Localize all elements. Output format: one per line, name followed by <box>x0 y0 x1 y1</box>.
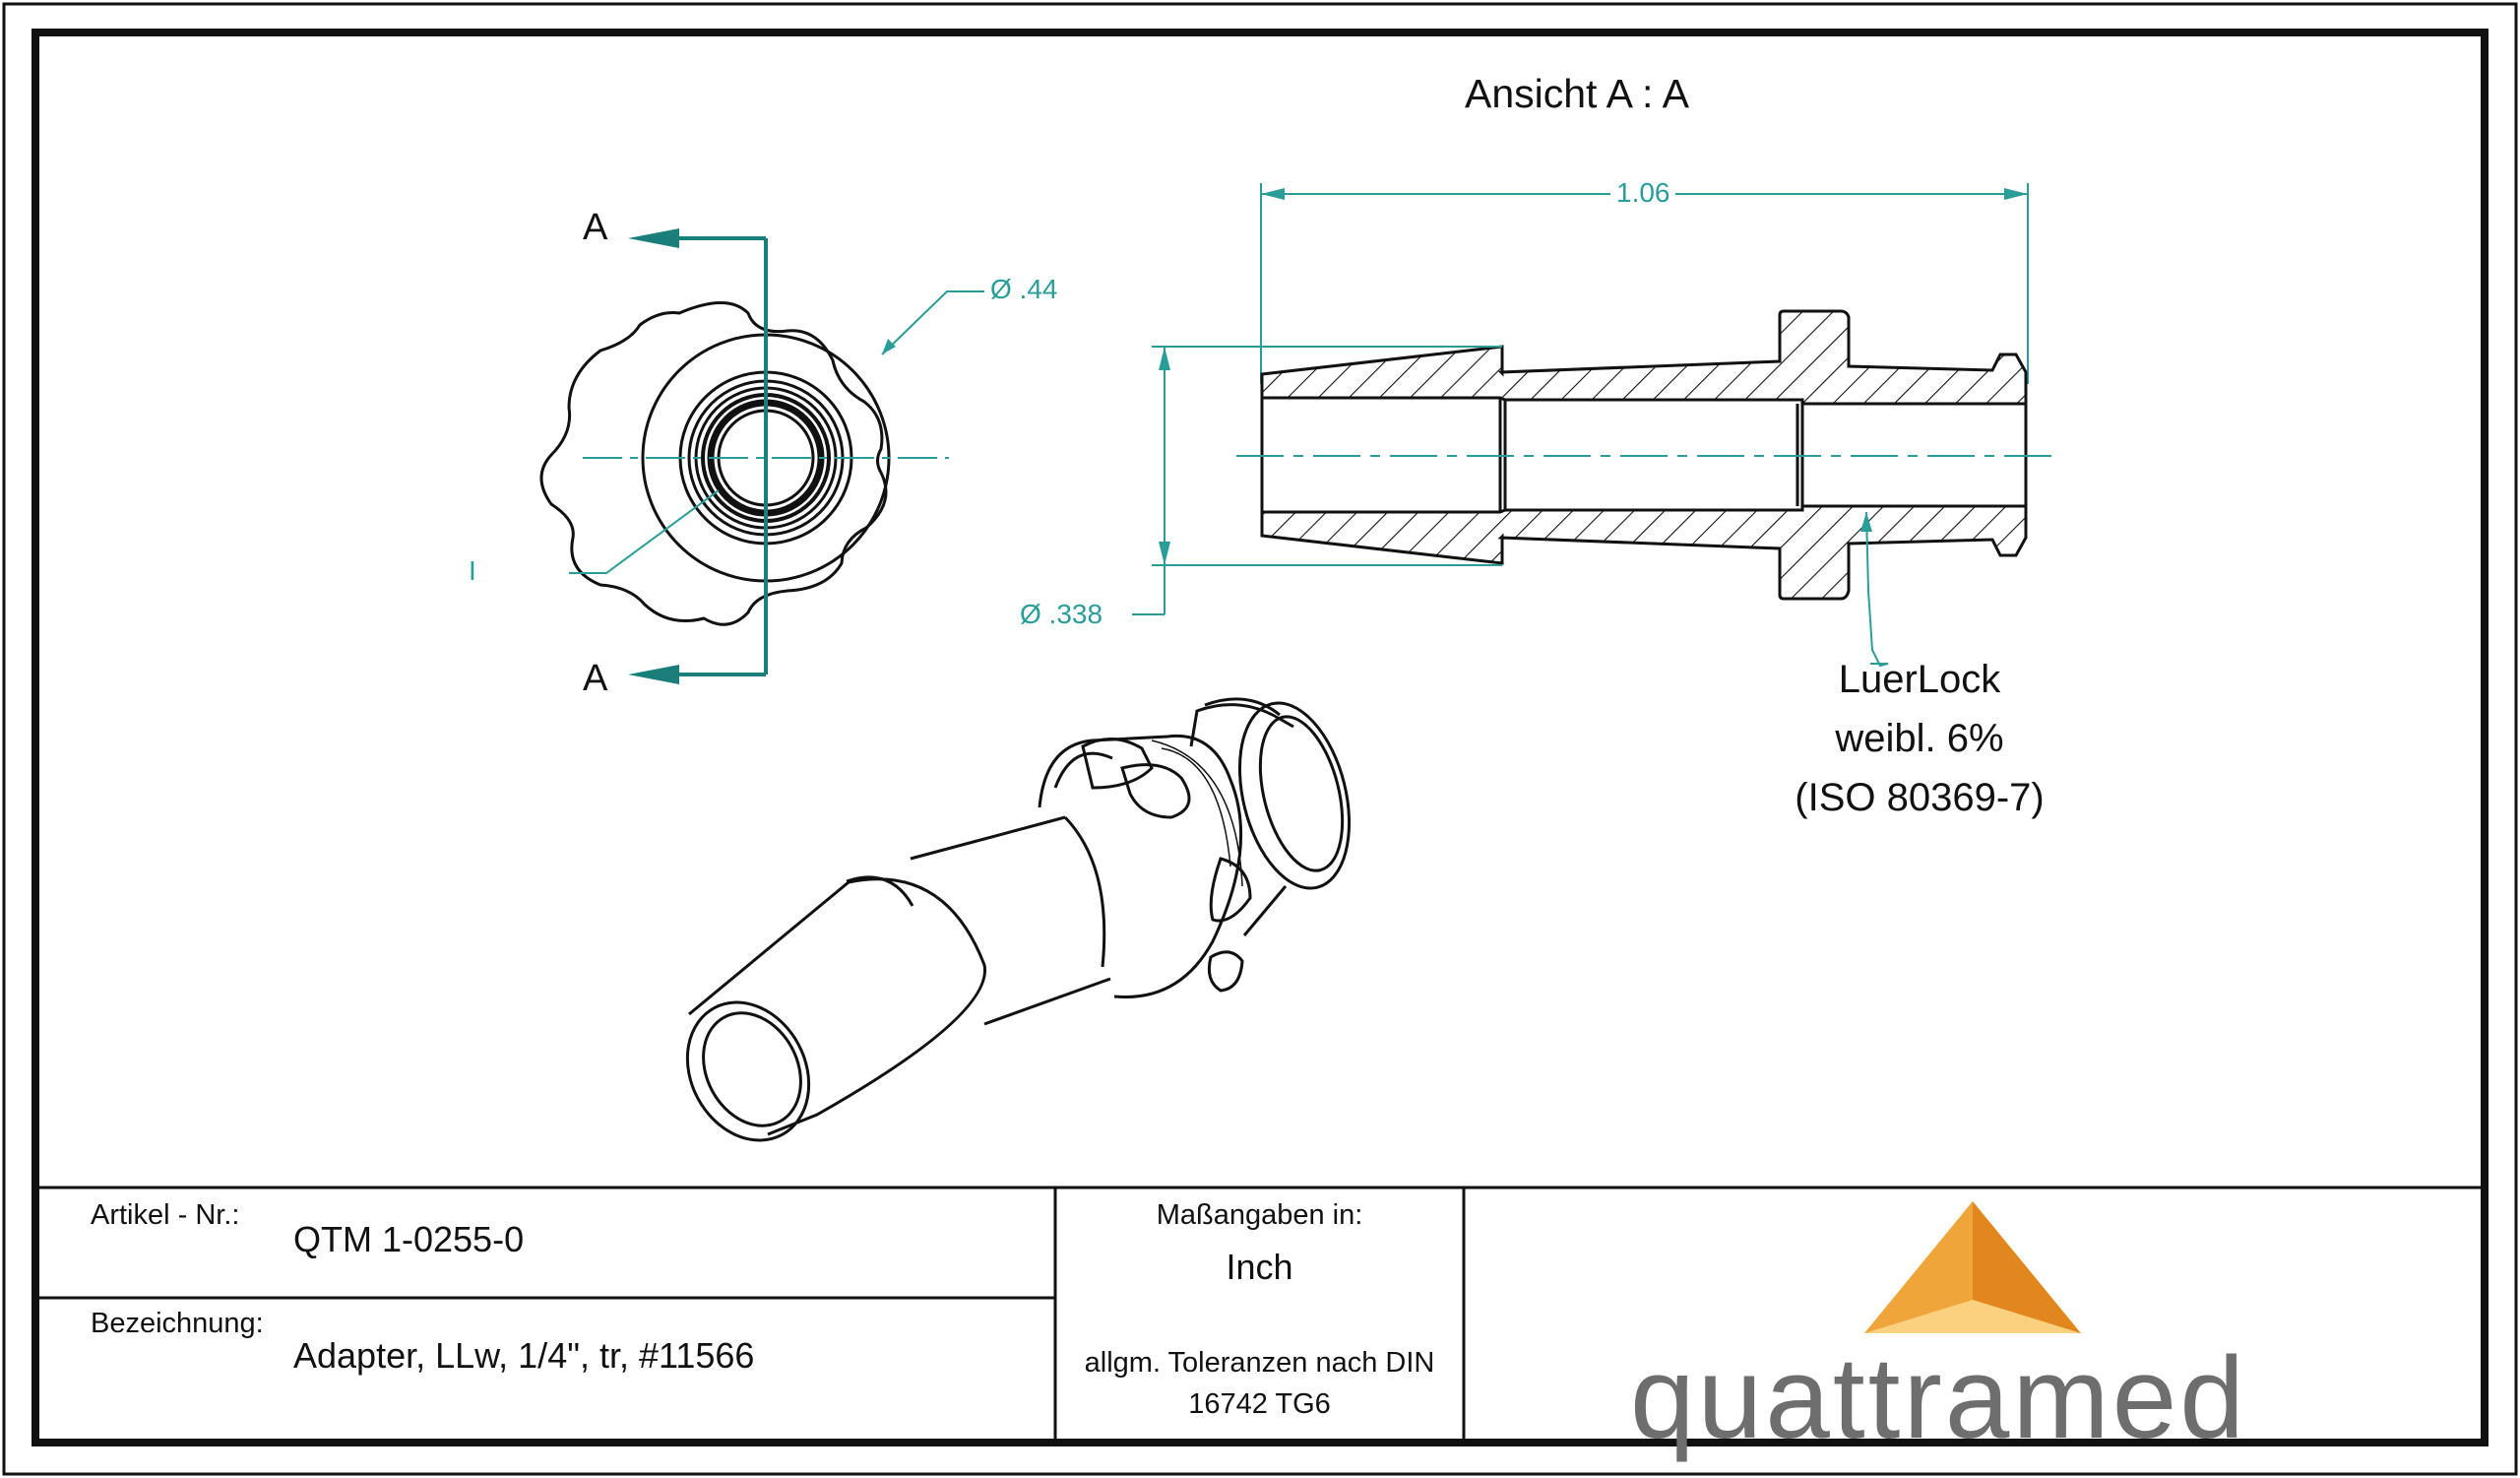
inner-frame <box>32 29 2488 1446</box>
front-view-knurled-outline <box>539 301 888 626</box>
isometric-view <box>685 697 1352 1142</box>
section-label-bottom: A <box>583 658 608 699</box>
designation-label: Bezeichnung: <box>91 1308 264 1339</box>
article-number-value: QTM 1-0255-0 <box>293 1219 525 1259</box>
section-arrow-top <box>628 228 679 248</box>
dimension-leader-mark: I <box>469 555 476 586</box>
title-block-grid <box>35 1186 2485 1443</box>
article-number-label: Artikel - Nr.: <box>91 1199 240 1231</box>
luer-lock-note: LuerLock weibl. 6% (ISO 80369-7) <box>1752 650 2087 827</box>
units-label: Maßangaben in: <box>1156 1199 1363 1231</box>
front-view <box>539 228 984 684</box>
view-title: Ansicht A : A <box>1465 71 1689 116</box>
section-arrow-bottom <box>628 665 679 684</box>
section-view <box>1132 183 2051 668</box>
logo-pyramid <box>1864 1201 2081 1333</box>
note-line-1: LuerLock <box>1838 658 2001 701</box>
dimension-inner-diameter: Ø .338 <box>1020 599 1103 629</box>
units-value: Inch <box>1226 1247 1293 1287</box>
designation-value: Adapter, LLw, 1/4", tr, #11566 <box>293 1335 755 1376</box>
note-line-3: (ISO 80369-7) <box>1795 776 2045 819</box>
section-label-top: A <box>583 207 608 248</box>
section-lower-wall <box>1260 504 2028 601</box>
tolerance-line-2: 16742 TG6 <box>1188 1388 1331 1420</box>
dimension-outer-diameter: Ø .44 <box>990 274 1058 304</box>
dimension-length: 1.06 <box>1616 177 1670 208</box>
section-upper-wall <box>1260 309 2028 406</box>
tolerance-line-1: allgm. Toleranzen nach DIN <box>1084 1347 1435 1379</box>
brand-logo-text: quattramed <box>1630 1333 2247 1463</box>
note-line-2: weibl. 6% <box>1835 717 2004 760</box>
